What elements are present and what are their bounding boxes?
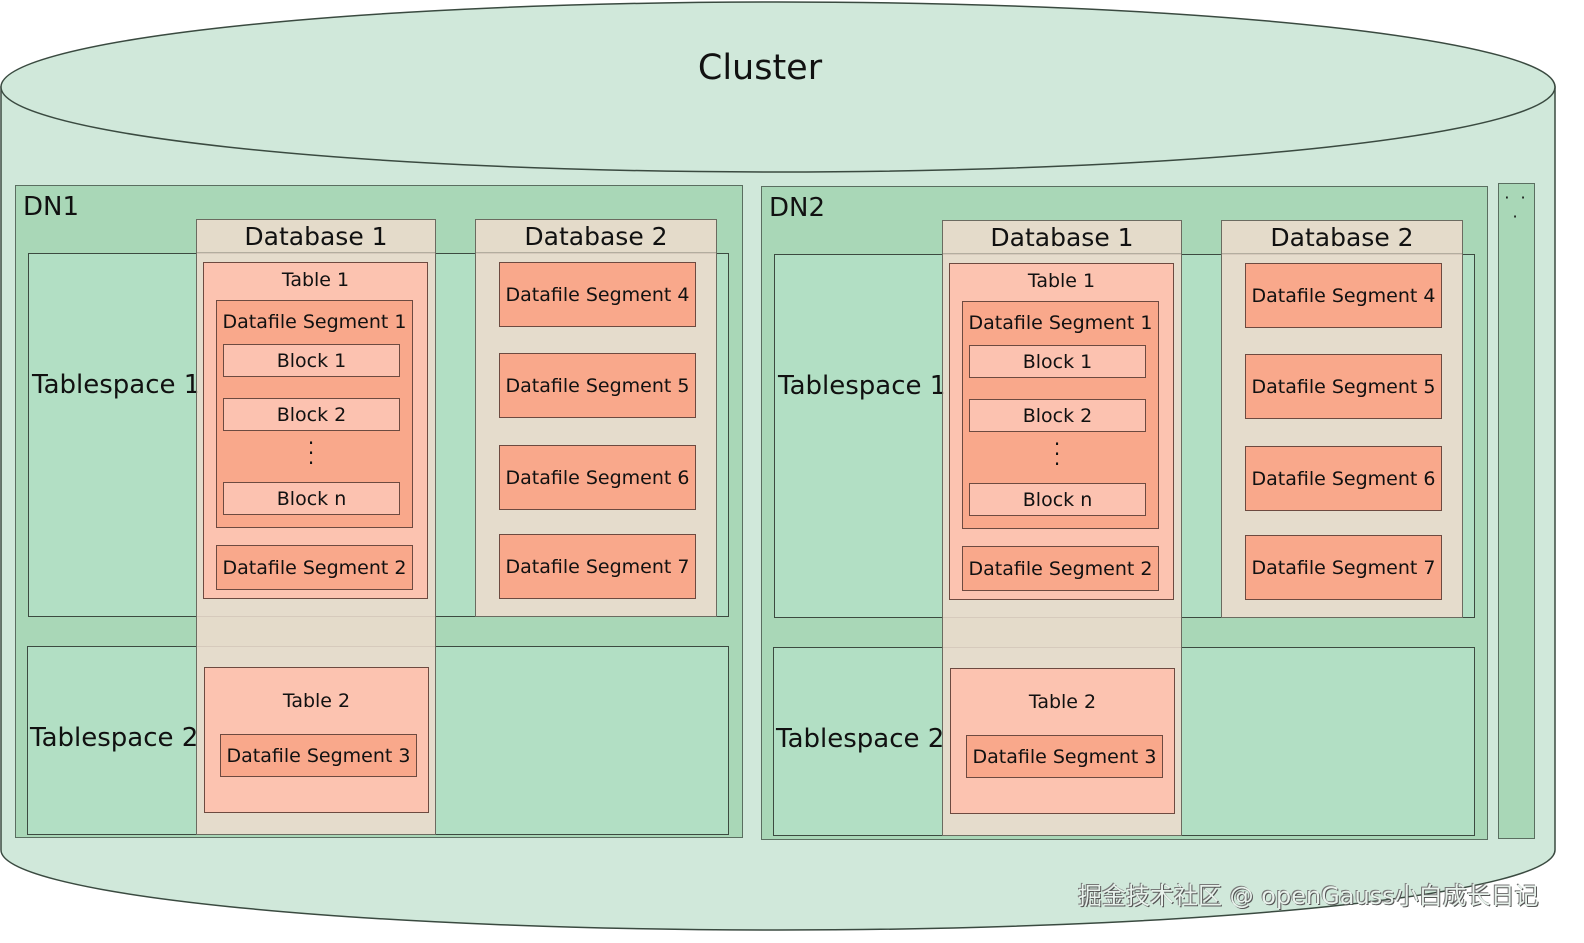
datafile-segment-7: Datafile Segment 7 bbox=[499, 534, 696, 599]
datafile-segment-2: Datafile Segment 2 bbox=[962, 546, 1159, 591]
segment-title: Datafile Segment 1 bbox=[222, 311, 407, 333]
table-title: Table 2 bbox=[1028, 691, 1097, 713]
data-node-label: DN2 bbox=[769, 193, 826, 223]
datafile-segment-6: Datafile Segment 6 bbox=[1245, 446, 1442, 511]
database-title: Database 2 bbox=[476, 222, 716, 253]
cylinder-top bbox=[0, 1, 1556, 173]
block-2: Block 2 bbox=[223, 398, 400, 431]
block-n: Block n bbox=[223, 482, 400, 515]
database-title: Database 1 bbox=[197, 222, 435, 253]
table-title: Table 1 bbox=[1027, 270, 1096, 292]
datafile-segment-7: Datafile Segment 7 bbox=[1245, 535, 1442, 600]
block-2: Block 2 bbox=[969, 399, 1146, 432]
block-n: Block n bbox=[969, 483, 1146, 516]
datafile-segment-5: Datafile Segment 5 bbox=[1245, 354, 1442, 419]
more-nodes-ellipsis: · · · bbox=[1504, 188, 1529, 226]
vertical-ellipsis: ··· bbox=[1053, 432, 1061, 476]
database-title: Database 2 bbox=[1222, 223, 1462, 254]
tablespace-label: Tablespace 1 bbox=[32, 370, 201, 400]
watermark: 掘金技术社区 @ openGauss小白成长日记 bbox=[1078, 882, 1539, 910]
datafile-segment-3: Datafile Segment 3 bbox=[966, 735, 1163, 778]
more-nodes-box: · · · bbox=[1498, 183, 1535, 839]
block-1: Block 1 bbox=[223, 344, 400, 377]
datafile-segment-4: Datafile Segment 4 bbox=[1245, 263, 1442, 328]
vertical-ellipsis: ··· bbox=[307, 431, 315, 475]
datafile-segment-3: Datafile Segment 3 bbox=[220, 734, 417, 777]
tablespace-label: Tablespace 2 bbox=[776, 724, 945, 754]
datafile-segment-5: Datafile Segment 5 bbox=[499, 353, 696, 418]
datafile-segment-4: Datafile Segment 4 bbox=[499, 262, 696, 327]
table-title: Table 2 bbox=[282, 690, 351, 712]
database-title: Database 1 bbox=[943, 223, 1181, 254]
tablespace-label: Tablespace 1 bbox=[778, 371, 947, 401]
segment-title: Datafile Segment 1 bbox=[968, 312, 1153, 334]
tablespace-label: Tablespace 2 bbox=[30, 723, 199, 753]
datafile-segment-2: Datafile Segment 2 bbox=[216, 545, 413, 590]
cluster-title: Cluster bbox=[697, 48, 823, 88]
table-title: Table 1 bbox=[281, 269, 350, 291]
datafile-segment-6: Datafile Segment 6 bbox=[499, 445, 696, 510]
block-1: Block 1 bbox=[969, 345, 1146, 378]
data-node-label: DN1 bbox=[23, 192, 80, 222]
